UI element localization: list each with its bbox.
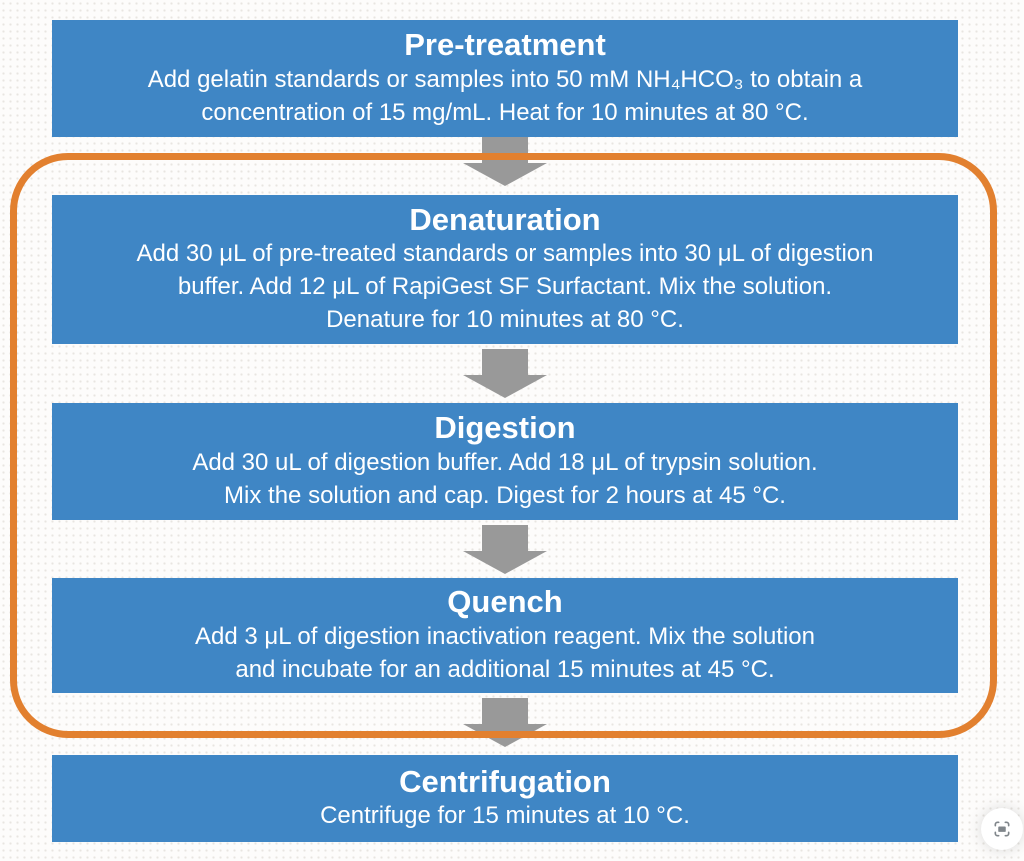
step-box-denaturation: Denaturation Add 30 μL of pre-treated st… [52, 195, 958, 344]
step-box-digestion: Digestion Add 30 uL of digestion buffer.… [52, 403, 958, 520]
down-arrow-icon [463, 137, 547, 186]
step-title: Pre-treatment [404, 27, 606, 63]
step-title: Quench [447, 584, 563, 620]
step-box-quench: Quench Add 3 μL of digestion inactivatio… [52, 578, 958, 693]
step-body-line: Centrifuge for 15 minutes at 10 °C. [320, 802, 690, 830]
step-title: Denaturation [409, 201, 601, 237]
down-arrow-icon [463, 698, 547, 747]
step-box-centrifugation: Centrifugation Centrifuge for 15 minutes… [52, 755, 958, 842]
step-box-pre-treatment: Pre-treatment Add gelatin standards or s… [52, 20, 958, 137]
down-arrow-icon [463, 525, 547, 574]
step-title: Digestion [434, 410, 576, 446]
scan-button[interactable] [981, 808, 1023, 850]
step-body-line: Mix the solution and cap. Digest for 2 h… [224, 481, 786, 509]
scan-frame-icon [994, 821, 1010, 837]
step-body-line: buffer. Add 12 μL of RapiGest SF Surfact… [177, 273, 833, 301]
step-body-line: and incubate for an additional 15 minute… [235, 655, 775, 683]
step-body-line: Add 3 μL of digestion inactivation reage… [195, 622, 815, 650]
step-body-line: Add 30 μL of pre-treated standards or sa… [136, 240, 874, 268]
step-body-line: Add gelatin standards or samples into 50… [147, 65, 863, 93]
step-title: Centrifugation [399, 763, 611, 799]
step-body-line: Add 30 uL of digestion buffer. Add 18 μL… [192, 448, 818, 476]
down-arrow-icon [463, 349, 547, 398]
step-body-line: Denature for 10 minutes at 80 °C. [326, 306, 684, 334]
step-body-line: concentration of 15 mg/mL. Heat for 10 m… [201, 98, 809, 126]
